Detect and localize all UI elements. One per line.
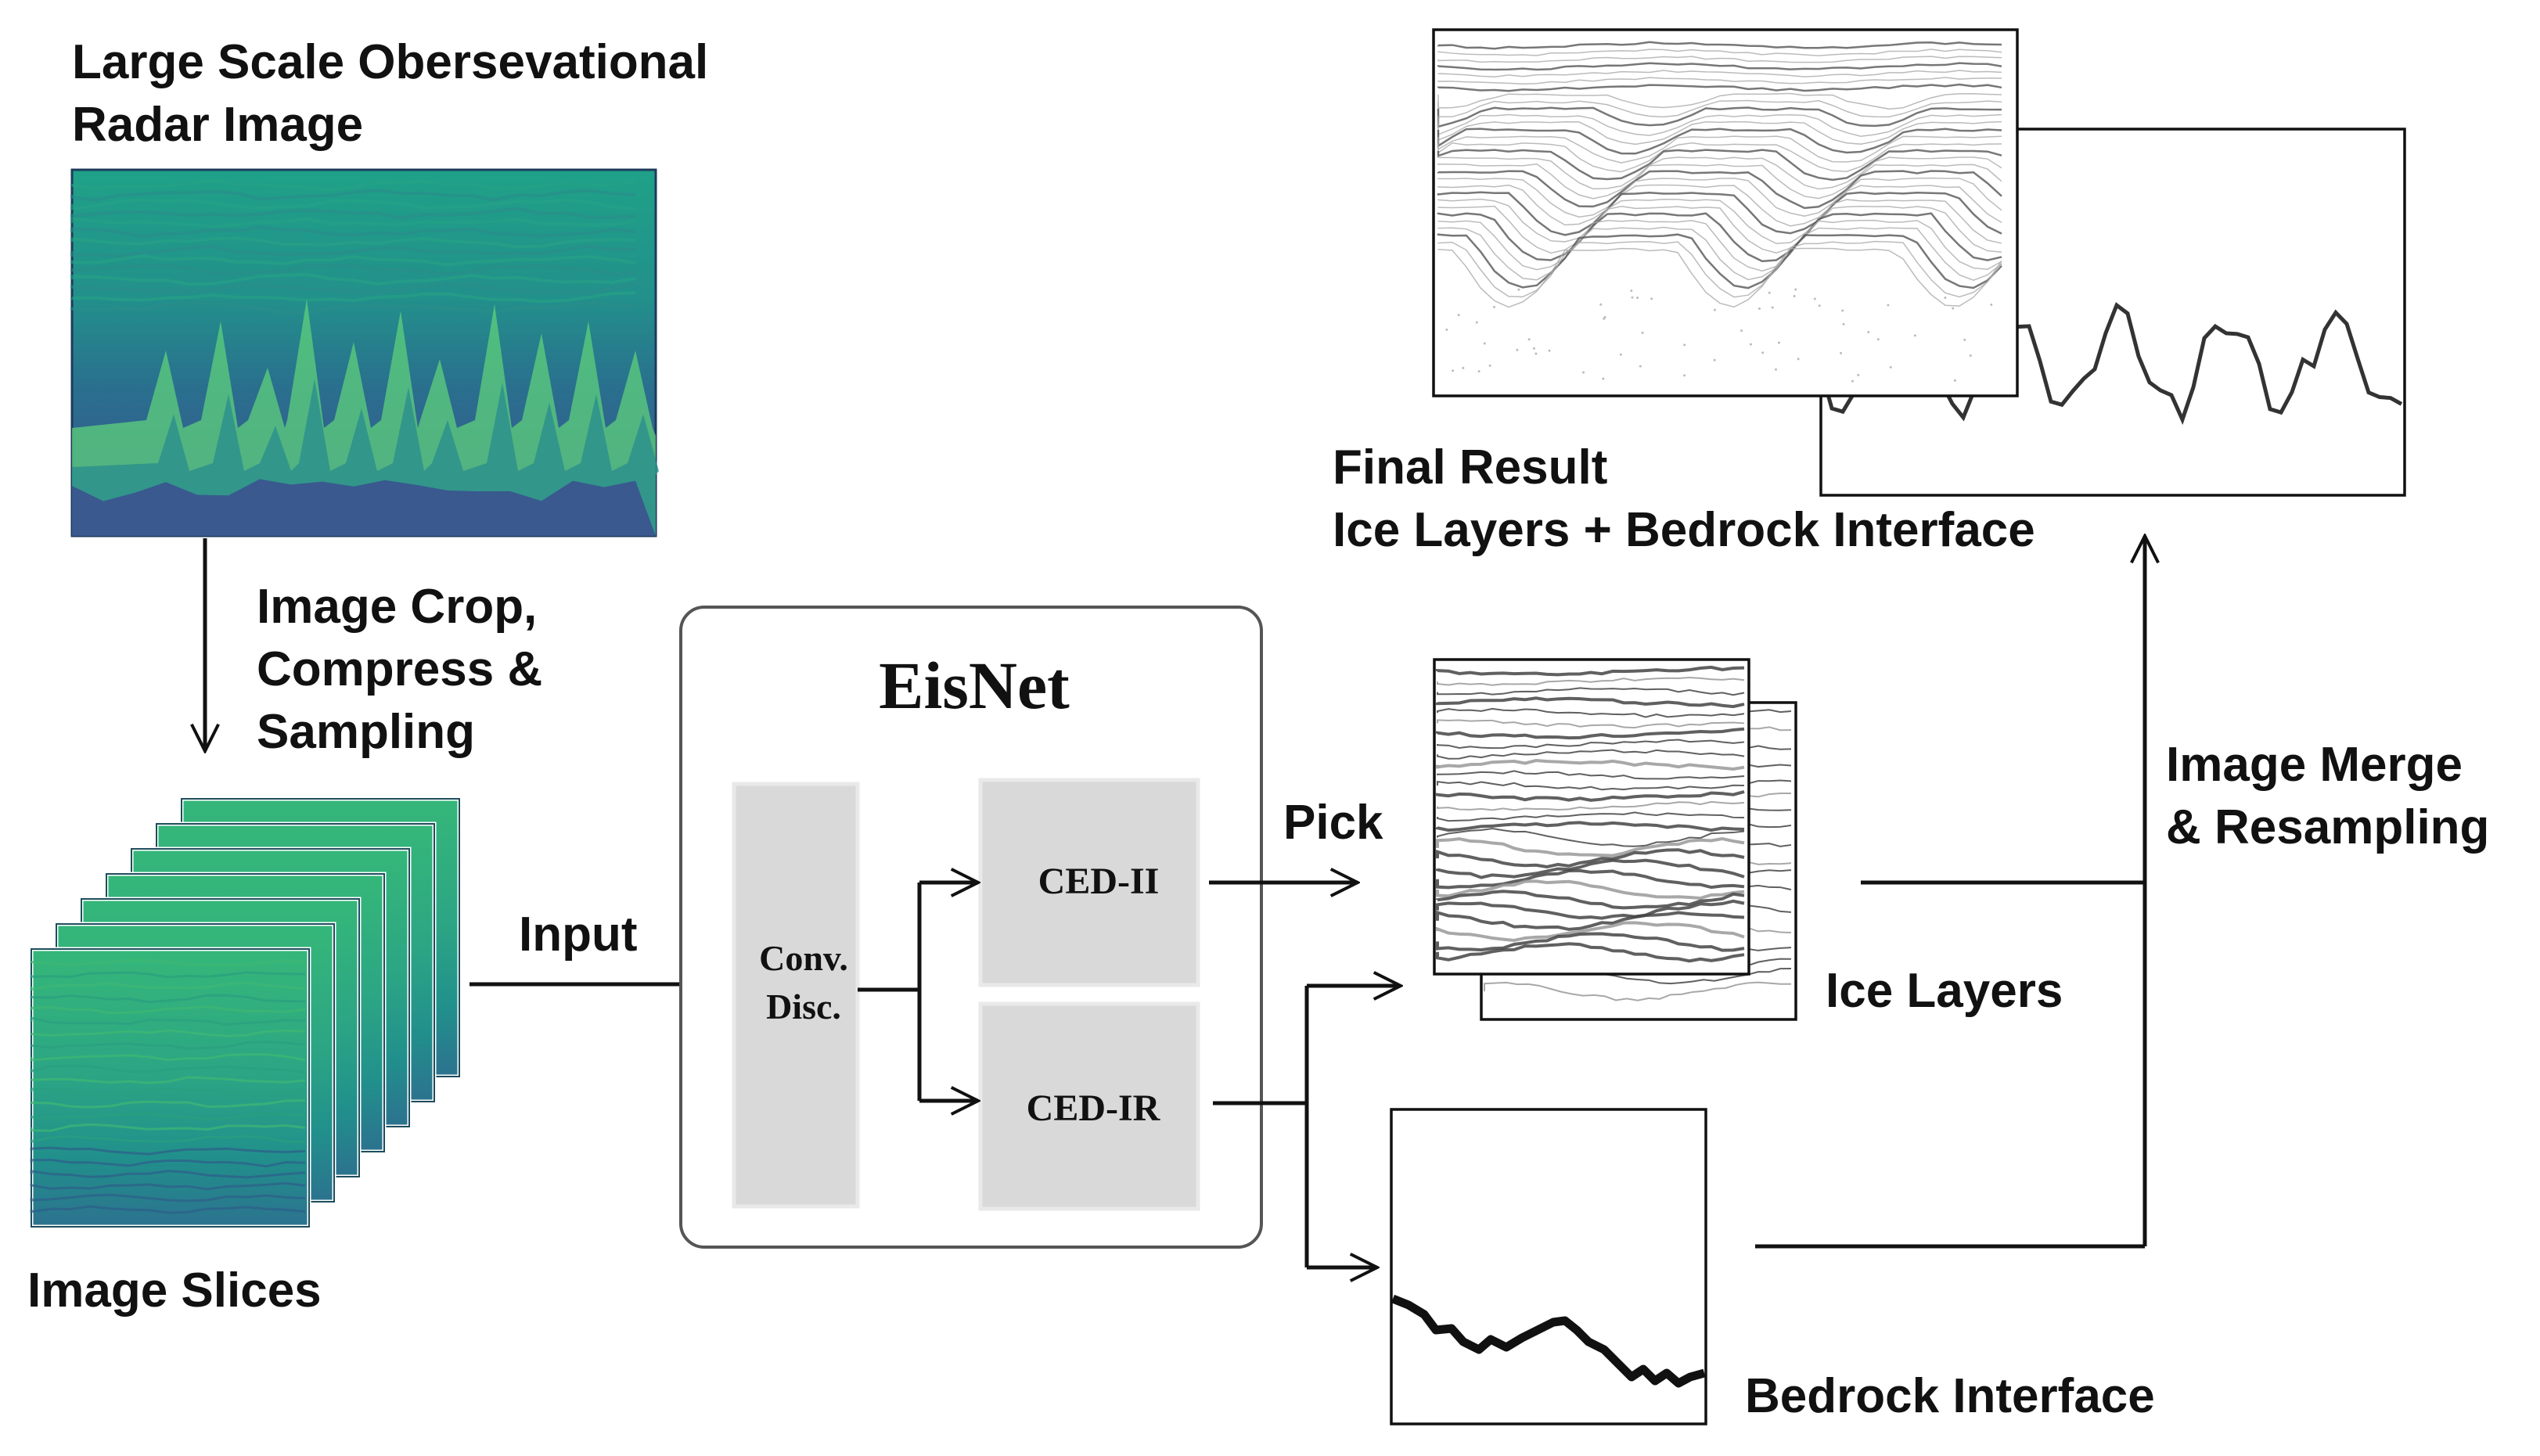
input-label: Input [519,908,638,962]
image-slice [29,947,311,1229]
ced-ii-label: CED-II [1038,861,1160,902]
final-result-panels [1432,28,2406,497]
final-result-front-panel [1432,28,2019,397]
final-result-label-line1: Final Result [1333,440,1607,494]
radar-title-line1: Large Scale Obersevational [72,35,708,89]
ced-ir-module [978,1001,1200,1211]
crop-label-line3: Sampling [257,705,475,759]
radar-title-line2: Radar Image [72,98,363,152]
bedrock-panel [1390,1108,1707,1425]
ced-ir-label: CED-IR [1027,1088,1161,1129]
merge-label-line2: & Resampling [2166,800,2489,854]
conv-disc-label-line2: Disc. [766,987,841,1026]
merge-label-line1: Image Merge [2166,738,2463,792]
bedrock-label: Bedrock Interface [1745,1369,2155,1423]
ice-layers-label: Ice Layers [1826,964,2063,1018]
crop-label-line2: Compress & [257,642,542,696]
image-slices-stack [29,796,462,1229]
radar-image [70,168,659,537]
image-slices-label: Image Slices [27,1264,322,1318]
pick-label: Pick [1283,796,1383,850]
conv-disc-label-line1: Conv. [759,938,848,978]
eisnet-title: EisNet [879,648,1070,723]
crop-label-line1: Image Crop, [257,580,537,634]
ice-layers-panels [1433,658,1797,1021]
conv-disc-module [732,782,860,1209]
final-result-label-line2: Ice Layers + Bedrock Interface [1333,503,2035,557]
ced-ii-module [978,778,1200,987]
eisnet-box: EisNet Conv. Disc. CED-II CED-IR [679,606,1263,1249]
